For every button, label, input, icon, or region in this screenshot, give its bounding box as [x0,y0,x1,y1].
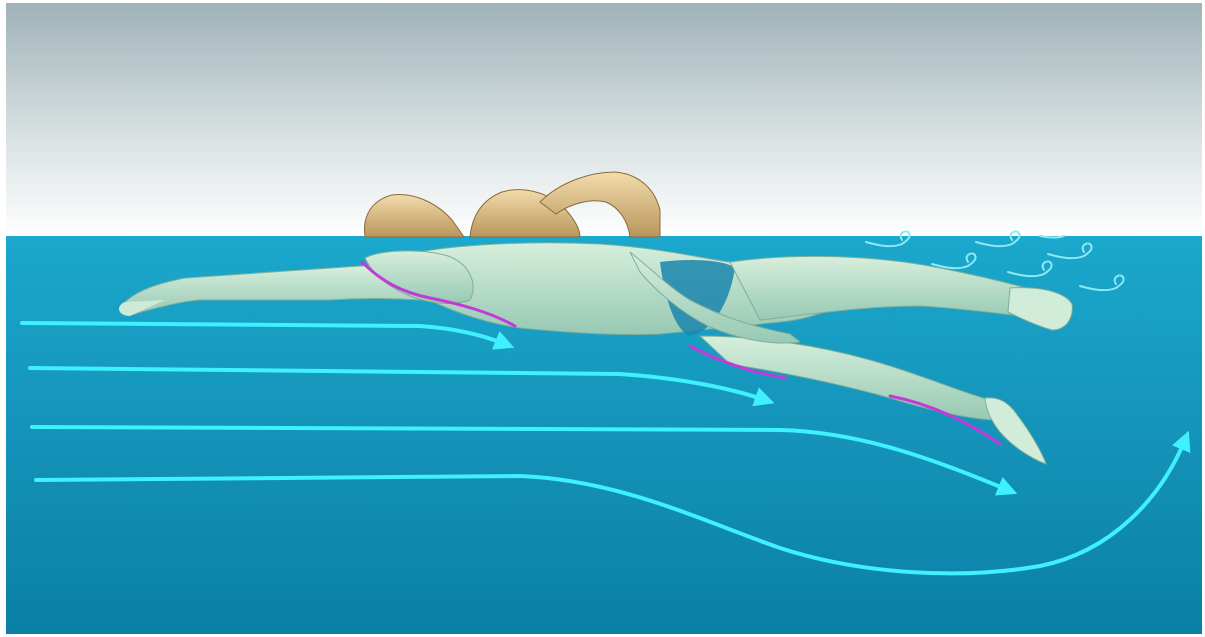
swimmer-figure [0,0,1205,637]
figure-canvas [0,0,1205,637]
